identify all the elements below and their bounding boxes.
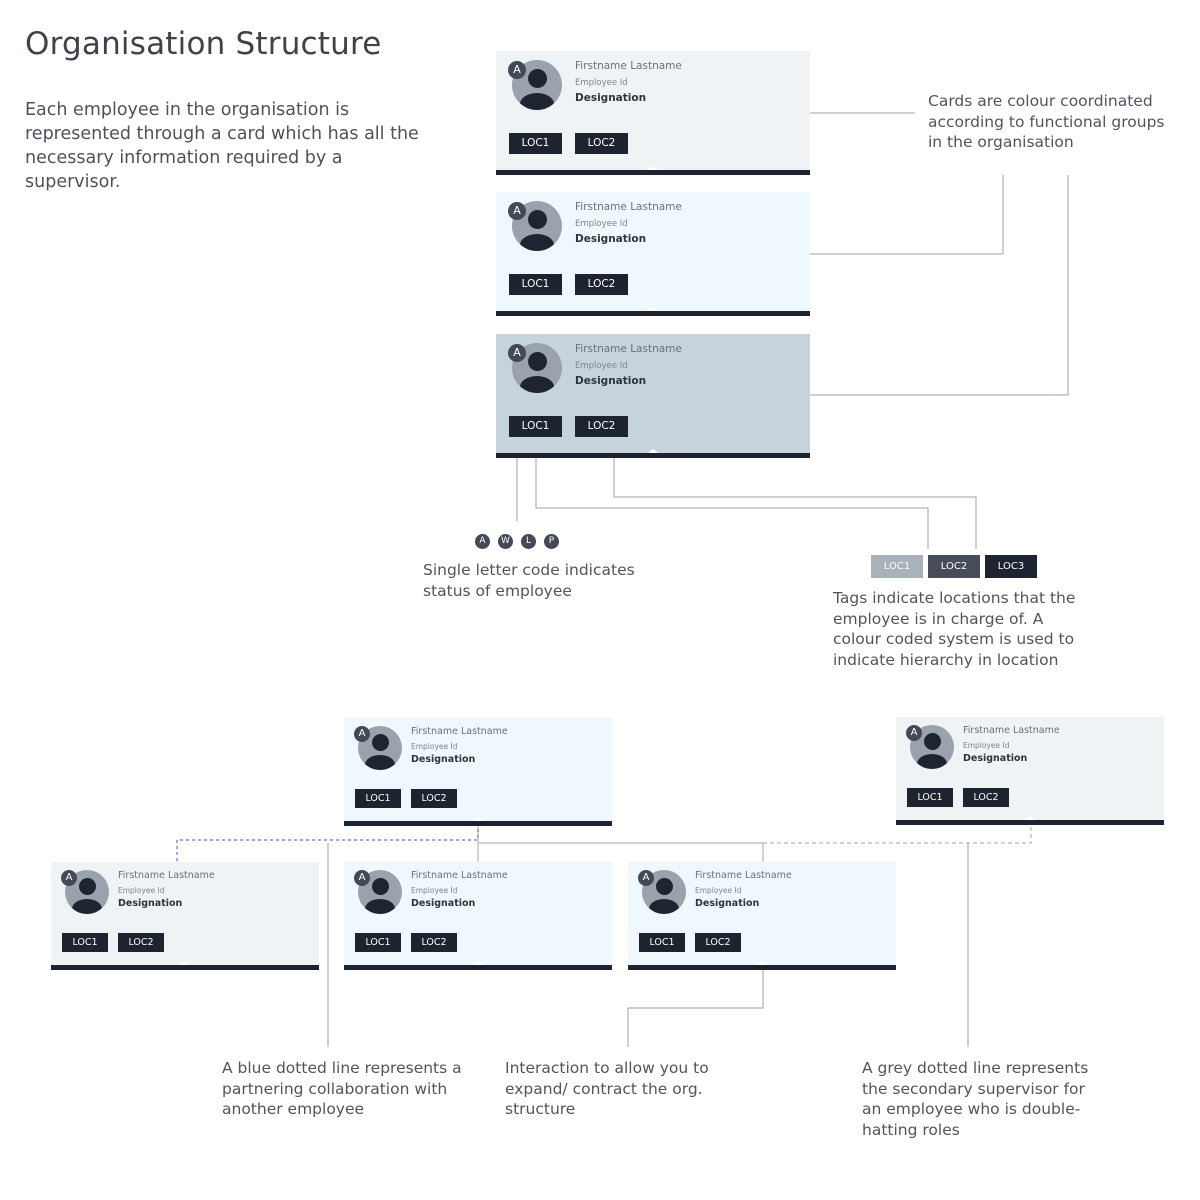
status-code-p: P — [544, 534, 559, 549]
location-tag[interactable]: LOC1 — [509, 133, 562, 154]
employee-id: Employee Id — [963, 741, 1010, 750]
location-tag[interactable]: LOC2 — [963, 788, 1009, 807]
status-badge: A — [354, 726, 370, 742]
employee-designation: Designation — [963, 753, 1028, 764]
secondary-annotation: A grey dotted line represents the second… — [862, 1059, 1089, 1139]
employee-id: Employee Id — [411, 886, 458, 895]
employee-card-report-2[interactable]: A Firstname Lastname Employee Id Designa… — [628, 862, 896, 970]
employee-id: Employee Id — [575, 219, 628, 229]
card-bar — [51, 961, 319, 970]
employee-card-report-1[interactable]: A Firstname Lastname Employee Id Designa… — [344, 862, 612, 970]
employee-name: Firstname Lastname — [575, 201, 682, 213]
employee-card-partner[interactable]: A Firstname Lastname Employee Id Designa… — [51, 862, 319, 970]
tags-annotation: Tags indicate locations that the employe… — [833, 589, 1076, 669]
expand-handle-icon[interactable] — [648, 449, 658, 453]
expand-pointer — [627, 970, 764, 1047]
employee-name: Firstname Lastname — [118, 870, 215, 881]
location-tag-loc3: LOC3 — [985, 555, 1037, 578]
expand-handle-icon[interactable] — [180, 961, 190, 965]
location-tag[interactable]: LOC1 — [509, 274, 562, 295]
employee-designation: Designation — [411, 754, 476, 765]
tag-connector-1 — [535, 437, 929, 549]
expand-handle-icon[interactable] — [648, 307, 658, 311]
status-code-a: A — [475, 534, 490, 549]
expand-handle-icon[interactable] — [473, 817, 483, 821]
colour-annotation: Cards are colour coordinated according t… — [928, 92, 1165, 151]
tag-connector-2 — [613, 437, 977, 549]
employee-name: Firstname Lastname — [411, 726, 508, 737]
location-tag[interactable]: LOC1 — [639, 933, 685, 952]
partner-annotation: A blue dotted line represents a partneri… — [222, 1059, 462, 1118]
card-bar — [496, 449, 810, 458]
employee-card-supervisor[interactable]: A Firstname Lastname Employee Id Designa… — [344, 718, 612, 826]
employee-id: Employee Id — [695, 886, 742, 895]
location-tag[interactable]: LOC1 — [62, 933, 108, 952]
employee-card-secondary-supervisor[interactable]: A Firstname Lastname Employee Id Designa… — [896, 717, 1164, 825]
status-annotation: Single letter code indicates status of e… — [423, 561, 635, 600]
expand-handle-icon[interactable] — [473, 961, 483, 965]
employee-id: Employee Id — [575, 78, 628, 88]
page-title: Organisation Structure — [25, 26, 382, 62]
employee-name: Firstname Lastname — [695, 870, 792, 881]
expand-handle-icon[interactable] — [1025, 816, 1035, 820]
employee-name: Firstname Lastname — [963, 725, 1060, 736]
status-code-l: L — [521, 534, 536, 549]
intro-text: Each employee in the organisation is rep… — [25, 100, 419, 192]
employee-designation: Designation — [118, 898, 183, 909]
employee-card-steel[interactable]: A Firstname Lastname Employee Id Designa… — [496, 334, 810, 458]
employee-id: Employee Id — [118, 886, 165, 895]
employee-name: Firstname Lastname — [575, 60, 682, 72]
card-bar — [496, 307, 810, 316]
status-badge: A — [508, 344, 526, 362]
colour-connector-3 — [810, 175, 1069, 396]
location-tag[interactable]: LOC1 — [907, 788, 953, 807]
status-badge: A — [906, 725, 922, 741]
employee-designation: Designation — [695, 898, 760, 909]
employee-card-grey[interactable]: A Firstname Lastname Employee Id Designa… — [496, 51, 810, 175]
status-code-w: W — [498, 534, 513, 549]
employee-name: Firstname Lastname — [411, 870, 508, 881]
status-badge: A — [508, 61, 526, 79]
employee-name: Firstname Lastname — [575, 343, 682, 355]
employee-designation: Designation — [575, 92, 647, 104]
employee-id: Employee Id — [411, 742, 458, 751]
employee-id: Employee Id — [575, 361, 628, 371]
colour-connector-2 — [810, 175, 1004, 255]
card-bar — [344, 817, 612, 826]
status-badge: A — [61, 870, 77, 886]
location-tag[interactable]: LOC2 — [411, 789, 457, 808]
expand-annotation: Interaction to allow you to expand/ cont… — [505, 1059, 709, 1118]
status-badge: A — [508, 202, 526, 220]
location-tag[interactable]: LOC2 — [575, 133, 628, 154]
location-tag[interactable]: LOC1 — [355, 933, 401, 952]
employee-card-blue[interactable]: A Firstname Lastname Employee Id Designa… — [496, 192, 810, 316]
location-tag[interactable]: LOC2 — [575, 274, 628, 295]
status-badge: A — [638, 870, 654, 886]
location-tag[interactable]: LOC2 — [695, 933, 741, 952]
card-bar — [344, 961, 612, 970]
expand-handle-icon[interactable] — [757, 961, 767, 965]
location-tag[interactable]: LOC2 — [118, 933, 164, 952]
status-badge: A — [354, 870, 370, 886]
tree-line-right — [478, 842, 764, 862]
location-tag[interactable]: LOC1 — [509, 416, 562, 437]
card-bar — [896, 816, 1164, 825]
location-tag[interactable]: LOC2 — [575, 416, 628, 437]
employee-designation: Designation — [575, 375, 647, 387]
location-tag-loc2: LOC2 — [928, 555, 980, 578]
secondary-dotted-line — [763, 822, 1032, 844]
expand-handle-icon[interactable] — [648, 166, 658, 170]
location-tag[interactable]: LOC2 — [411, 933, 457, 952]
card-bar — [628, 961, 896, 970]
card-bar — [496, 166, 810, 175]
location-tag-loc1: LOC1 — [871, 555, 923, 578]
employee-designation: Designation — [411, 898, 476, 909]
partner-dotted-line — [176, 823, 479, 862]
location-tag[interactable]: LOC1 — [355, 789, 401, 808]
employee-designation: Designation — [575, 233, 647, 245]
